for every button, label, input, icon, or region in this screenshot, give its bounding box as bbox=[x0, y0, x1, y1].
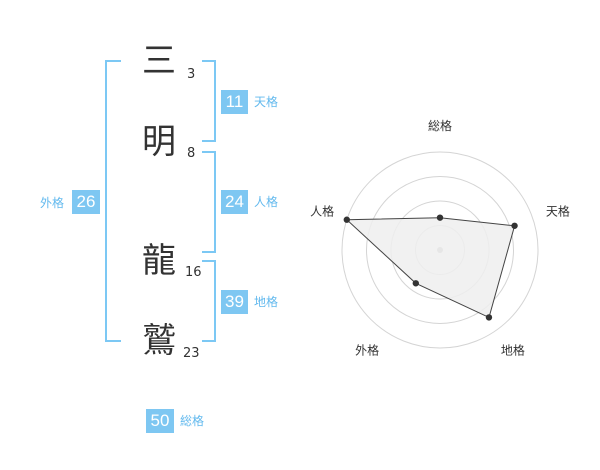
name-char-2: 明 bbox=[142, 122, 176, 162]
gaikaku-label: 外格 bbox=[40, 196, 65, 210]
stroke-count-3: 16 bbox=[185, 265, 202, 280]
gaikaku-score: 26 bbox=[72, 190, 100, 214]
jinkaku-bracket bbox=[202, 151, 216, 253]
name-char-3: 龍 bbox=[142, 241, 176, 281]
stroke-count-2: 8 bbox=[187, 146, 196, 161]
radar-ring-3 bbox=[366, 176, 514, 324]
radar-axis-label-3: 外格 bbox=[355, 342, 379, 357]
radar-data-points bbox=[343, 214, 518, 321]
radar-point-3 bbox=[412, 280, 420, 287]
radar-axis-label-4: 人格 bbox=[310, 204, 334, 219]
soukaku-score: 50 bbox=[146, 409, 174, 433]
jinkaku-label: 人格 bbox=[254, 195, 279, 209]
radar-point-0 bbox=[436, 214, 444, 221]
jinkaku-score: 24 bbox=[221, 190, 248, 214]
tenkaku-label: 天格 bbox=[254, 95, 279, 109]
chikaku-score: 39 bbox=[221, 290, 248, 314]
radar-axis-label-1: 天格 bbox=[546, 204, 570, 219]
radar-point-1 bbox=[511, 222, 518, 229]
stroke-count-1: 3 bbox=[187, 67, 196, 82]
soukaku-label: 総格 bbox=[180, 414, 205, 428]
radar-axis-label-0: 総格 bbox=[428, 118, 452, 133]
radar-data-area bbox=[345, 217, 516, 319]
radar-point-4 bbox=[343, 216, 350, 223]
radar-ring-4 bbox=[341, 151, 539, 349]
name-char-4: 鷲 bbox=[142, 321, 176, 361]
stroke-count-4: 23 bbox=[183, 346, 200, 361]
tenkaku-score: 11 bbox=[221, 90, 248, 114]
gaikaku-bracket bbox=[105, 60, 121, 342]
chikaku-label: 地格 bbox=[254, 295, 279, 309]
name-char-1: 三 bbox=[142, 41, 176, 81]
tenkaku-bracket bbox=[202, 60, 216, 142]
radar-axis-label-2: 地格 bbox=[501, 342, 525, 357]
chikaku-bracket bbox=[202, 260, 216, 342]
radar-point-2 bbox=[485, 314, 493, 321]
